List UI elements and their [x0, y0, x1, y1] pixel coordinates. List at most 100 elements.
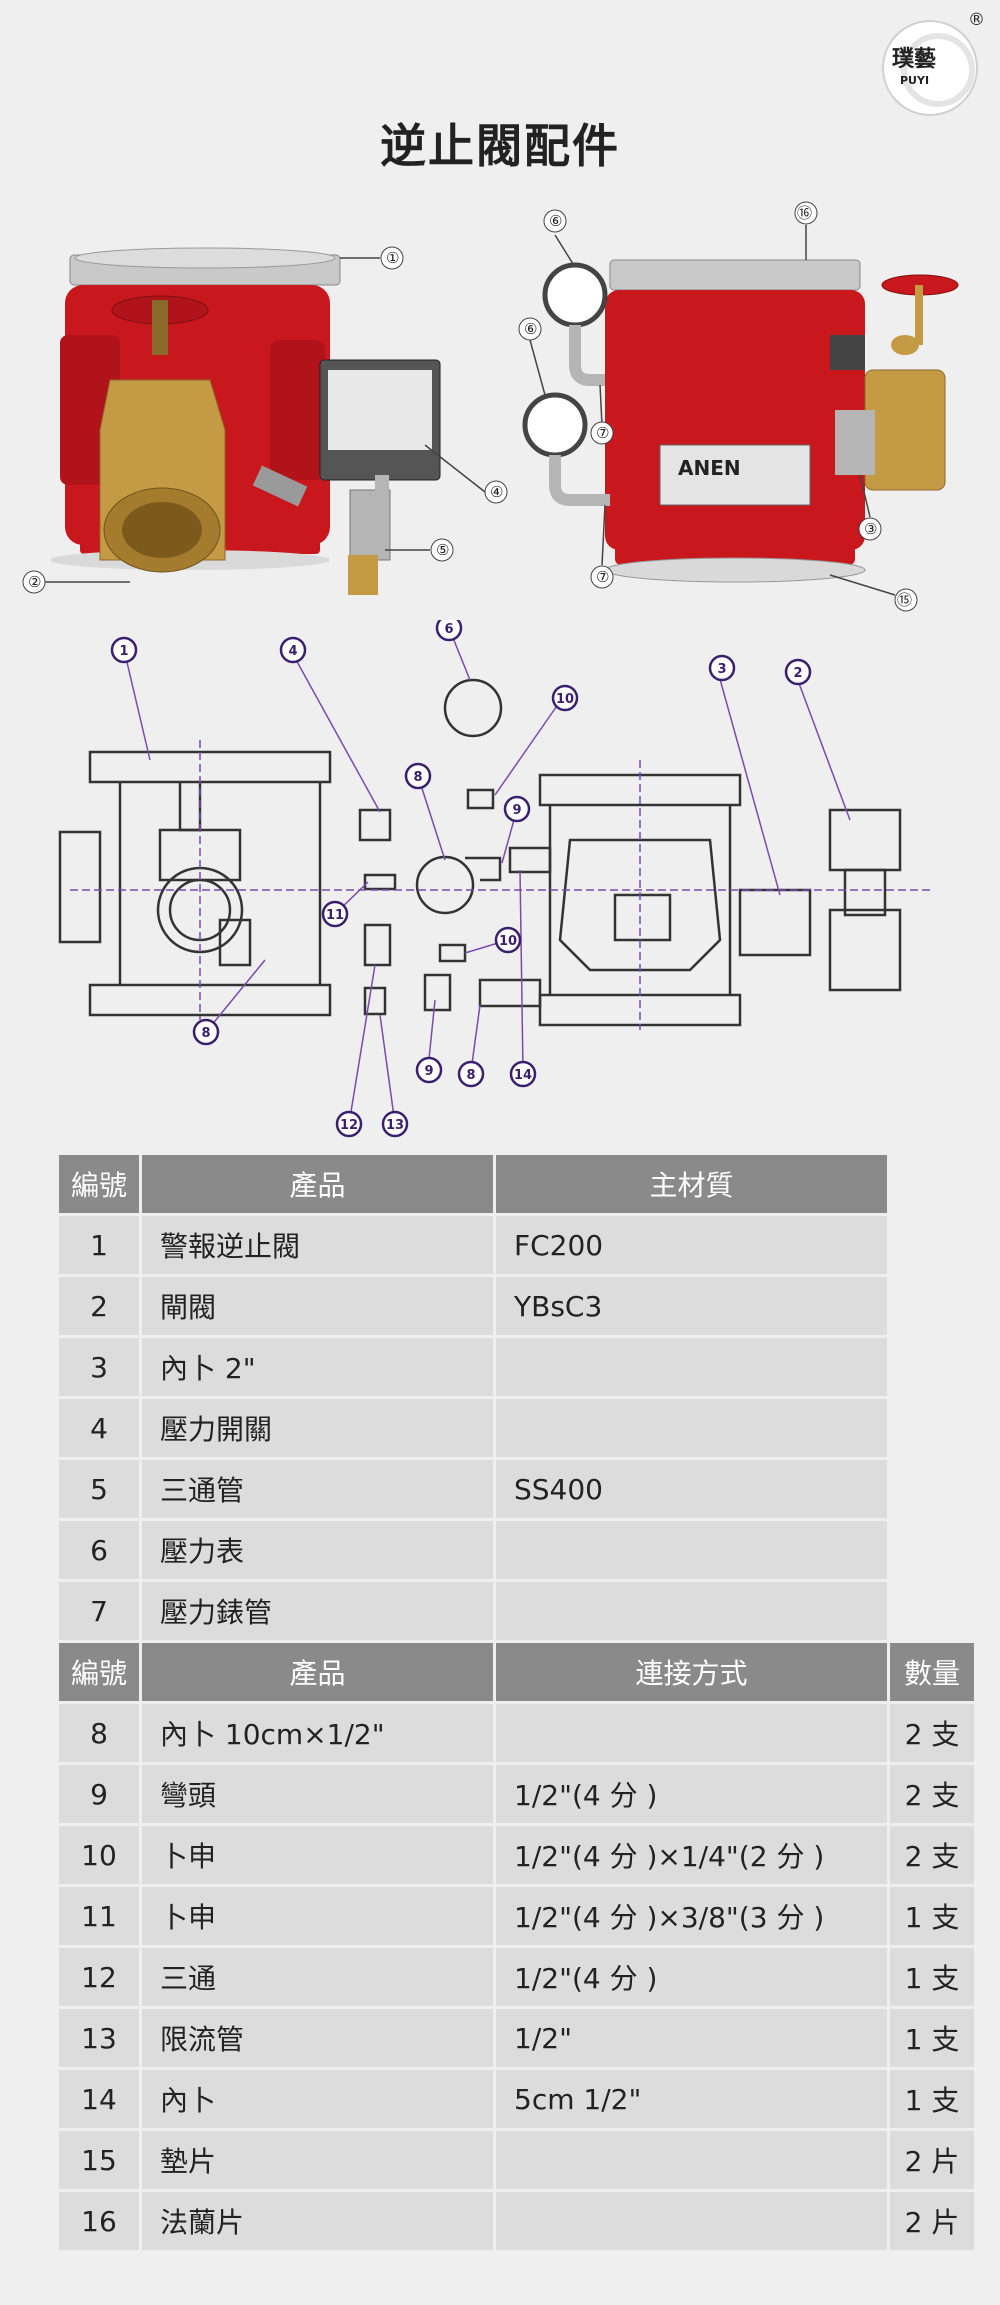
callout-1: ①: [386, 249, 399, 267]
page-title: 逆止閥配件: [380, 119, 620, 173]
row-quantity: 2 支: [890, 1704, 974, 1762]
table-row: 7 壓力錶管: [59, 1582, 974, 1640]
row-connection: 5cm 1/2": [496, 2070, 887, 2128]
row-connection: [496, 2131, 887, 2189]
table-row: 3 內卜 2": [59, 1338, 974, 1396]
callout-16: ⑯: [797, 204, 812, 222]
brand-name-en: PUYI: [900, 74, 929, 87]
diagram-label-4: 4: [288, 644, 297, 659]
diagram-label-3: 3: [717, 662, 726, 677]
callout-3: ③: [864, 520, 877, 538]
table-row: 6 壓力表: [59, 1521, 974, 1579]
header-blank: [890, 1155, 974, 1213]
row-material: SS400: [496, 1460, 887, 1518]
callout-5: ⑤: [436, 541, 449, 559]
callout-4: ④: [490, 483, 503, 501]
table1-header-row: 編號 產品 主材質: [59, 1155, 974, 1213]
row-product: 法蘭片: [142, 2192, 493, 2250]
row-connection: [496, 2192, 887, 2250]
row-connection: [496, 1704, 887, 1762]
row-material: [496, 1582, 887, 1640]
row-blank: [890, 1582, 974, 1640]
diagram-label-14: 14: [514, 1068, 532, 1083]
diagram-label-10b: 10: [499, 934, 517, 949]
table-row: 9 彎頭 1/2"(4 分 ) 2 支: [59, 1765, 974, 1823]
table-row: 8 內卜 10cm×1/2" 2 支: [59, 1704, 974, 1762]
row-product: 壓力表: [142, 1521, 493, 1579]
row-number: 3: [59, 1338, 139, 1396]
header-quantity: 數量: [890, 1643, 974, 1701]
row-number: 2: [59, 1277, 139, 1335]
row-product: 閘閥: [142, 1277, 493, 1335]
brand-logo: 璞藝 PUYI: [882, 20, 978, 116]
row-quantity: 1 支: [890, 2009, 974, 2067]
row-number: 15: [59, 2131, 139, 2189]
row-product: 壓力開關: [142, 1399, 493, 1457]
photo-right-valve: ANEN ⑥ ⑯ ⑥ ⑦ ⑦ ③ ⑮: [518, 201, 959, 612]
callout-7b: ⑦: [596, 568, 609, 586]
diagram-label-8c: 8: [466, 1068, 475, 1083]
table-row: 1 警報逆止閥 FC200: [59, 1216, 974, 1274]
row-connection: 1/2"(4 分 )×3/8"(3 分 ): [496, 1887, 887, 1945]
row-number: 8: [59, 1704, 139, 1762]
callout-6b: ⑥: [524, 320, 537, 338]
header-number: 編號: [59, 1643, 139, 1701]
diagram-label-2: 2: [793, 666, 802, 681]
diagram-label-10a: 10: [556, 692, 574, 707]
row-product: 卜申: [142, 1826, 493, 1884]
row-quantity: 2 支: [890, 1765, 974, 1823]
row-blank: [890, 1460, 974, 1518]
callout-7a: ⑦: [596, 424, 609, 442]
row-connection: 1/2"(4 分 ): [496, 1765, 887, 1823]
row-product: 限流管: [142, 2009, 493, 2067]
row-number: 11: [59, 1887, 139, 1945]
row-product: 內卜: [142, 2070, 493, 2128]
table-row: 11 卜申 1/2"(4 分 )×3/8"(3 分 ) 1 支: [59, 1887, 974, 1945]
row-blank: [890, 1338, 974, 1396]
diagram-label-9b: 9: [424, 1064, 433, 1079]
table-row: 10 卜申 1/2"(4 分 )×1/4"(2 分 ) 2 支: [59, 1826, 974, 1884]
table-row: 15 墊片 2 片: [59, 2131, 974, 2189]
row-product: 壓力錶管: [142, 1582, 493, 1640]
row-product: 三通: [142, 1948, 493, 2006]
diagram-label-8b: 8: [201, 1026, 210, 1041]
row-product: 三通管: [142, 1460, 493, 1518]
diagram-label-6: 6: [444, 622, 453, 637]
row-product: 卜申: [142, 1887, 493, 1945]
table-row: 4 壓力開關: [59, 1399, 974, 1457]
row-product: 內卜 2": [142, 1338, 493, 1396]
row-blank: [890, 1521, 974, 1579]
row-quantity: 1 支: [890, 1948, 974, 2006]
row-connection: 1/2"(4 分 )×1/4"(2 分 ): [496, 1826, 887, 1884]
row-connection: 1/2"(4 分 ): [496, 1948, 887, 2006]
table-row: 16 法蘭片 2 片: [59, 2192, 974, 2250]
row-material: [496, 1521, 887, 1579]
callout-6a: ⑥: [549, 212, 562, 230]
photo-left-valve: ① ② ④ ⑤: [22, 246, 508, 595]
row-quantity: 1 支: [890, 2070, 974, 2128]
header-material: 主材質: [496, 1155, 887, 1213]
brand-name-cn: 璞藝: [892, 46, 936, 72]
diagram-label-8a: 8: [413, 770, 422, 785]
table-row: 2 閘閥 YBsC3: [59, 1277, 974, 1335]
registered-mark: ®: [968, 10, 985, 30]
row-material: YBsC3: [496, 1277, 887, 1335]
row-quantity: 2 支: [890, 1826, 974, 1884]
valve-brand-label: ANEN: [678, 456, 741, 480]
header-connection: 連接方式: [496, 1643, 887, 1701]
table-row: 12 三通 1/2"(4 分 ) 1 支: [59, 1948, 974, 2006]
row-number: 7: [59, 1582, 139, 1640]
row-material: FC200: [496, 1216, 887, 1274]
row-blank: [890, 1277, 974, 1335]
row-number: 13: [59, 2009, 139, 2067]
row-number: 4: [59, 1399, 139, 1457]
row-material: [496, 1399, 887, 1457]
row-quantity: 2 片: [890, 2192, 974, 2250]
row-connection: 1/2": [496, 2009, 887, 2067]
diagram-label-9a: 9: [512, 803, 521, 818]
diagram-label-11: 11: [326, 908, 344, 923]
diagram-label-1: 1: [119, 644, 128, 659]
parts-table: 編號 產品 主材質 1 警報逆止閥 FC200 2 閘閥 YBsC3 3 內卜 …: [56, 1152, 977, 2253]
row-number: 10: [59, 1826, 139, 1884]
row-blank: [890, 1216, 974, 1274]
